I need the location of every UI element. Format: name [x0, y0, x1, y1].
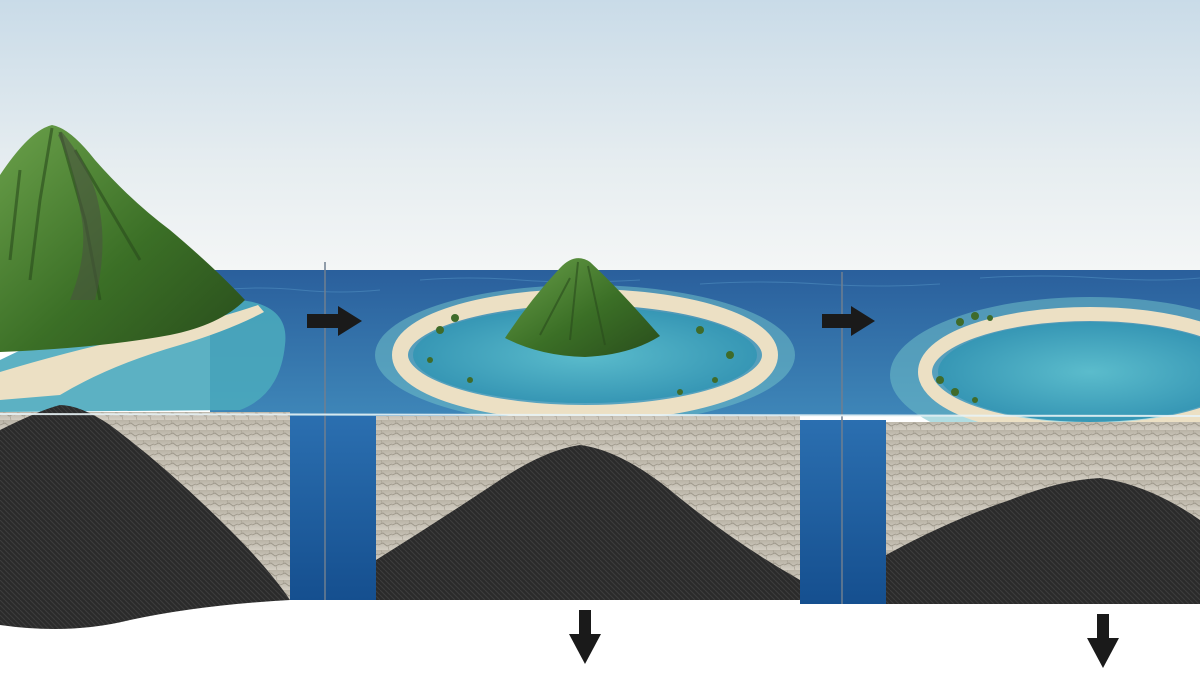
volcanic-island-medium	[505, 258, 660, 357]
volcanic-island-medium-ridges	[539, 261, 606, 346]
volcanic-island-large	[0, 125, 245, 352]
volcanic-core-section-3	[886, 478, 1200, 604]
stage-barrier-reef	[375, 258, 800, 600]
volcanic-core-section-1	[0, 405, 290, 629]
deep-water-column-2	[800, 420, 886, 604]
deep-water-column-1	[290, 416, 376, 600]
subsidence-arrow-2	[1087, 614, 1119, 668]
progression-arrow-2	[822, 306, 875, 336]
atoll-palms	[936, 312, 993, 403]
sea-level-line	[0, 413, 1200, 417]
volcanic-core-section-2	[376, 445, 800, 600]
barrier-palms	[427, 314, 734, 395]
atoll-lagoon	[938, 322, 1200, 422]
volcanic-island-rockface	[58, 132, 103, 300]
stage-fringing-reef	[0, 125, 290, 629]
progression-arrow-1	[307, 306, 362, 336]
sky	[0, 0, 1200, 272]
fringing-beach	[0, 305, 264, 400]
ocean-wave-lines	[219, 275, 1200, 293]
subsidence-arrow-1	[569, 610, 601, 664]
stage-atoll	[886, 297, 1200, 604]
